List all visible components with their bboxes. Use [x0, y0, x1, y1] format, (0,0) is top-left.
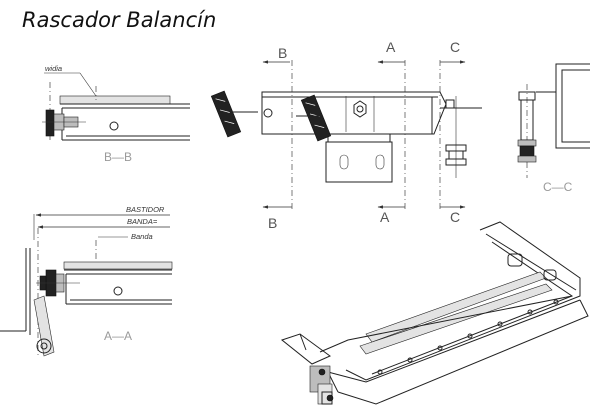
a-bottom-label: A — [380, 209, 390, 225]
section-cc-label: C—C — [543, 180, 573, 194]
bastidor-label: BASTIDOR — [126, 205, 165, 214]
c-bottom-label: C — [450, 209, 460, 225]
banda-eq-label: BANDA= — [127, 217, 158, 226]
c-top-label: C — [450, 39, 460, 55]
plan-view: B B A A C C — [210, 39, 482, 231]
section-aa-view: BASTIDOR BANDA= Banda A—A — [0, 205, 173, 357]
section-bb-view: widia B—B — [42, 64, 190, 164]
section-aa-label: A—A — [104, 329, 132, 343]
isometric-view — [280, 221, 589, 405]
section-cc-view: C—C — [517, 63, 590, 194]
section-bb-label: B—B — [104, 150, 132, 164]
drawing-title: Rascador Balancín — [22, 8, 216, 32]
widia-label: widia — [45, 64, 62, 73]
a-top-label: A — [386, 39, 396, 55]
b-top-label: B — [278, 45, 287, 61]
banda-label: Banda — [131, 232, 153, 241]
b-bottom-label: B — [268, 215, 277, 231]
